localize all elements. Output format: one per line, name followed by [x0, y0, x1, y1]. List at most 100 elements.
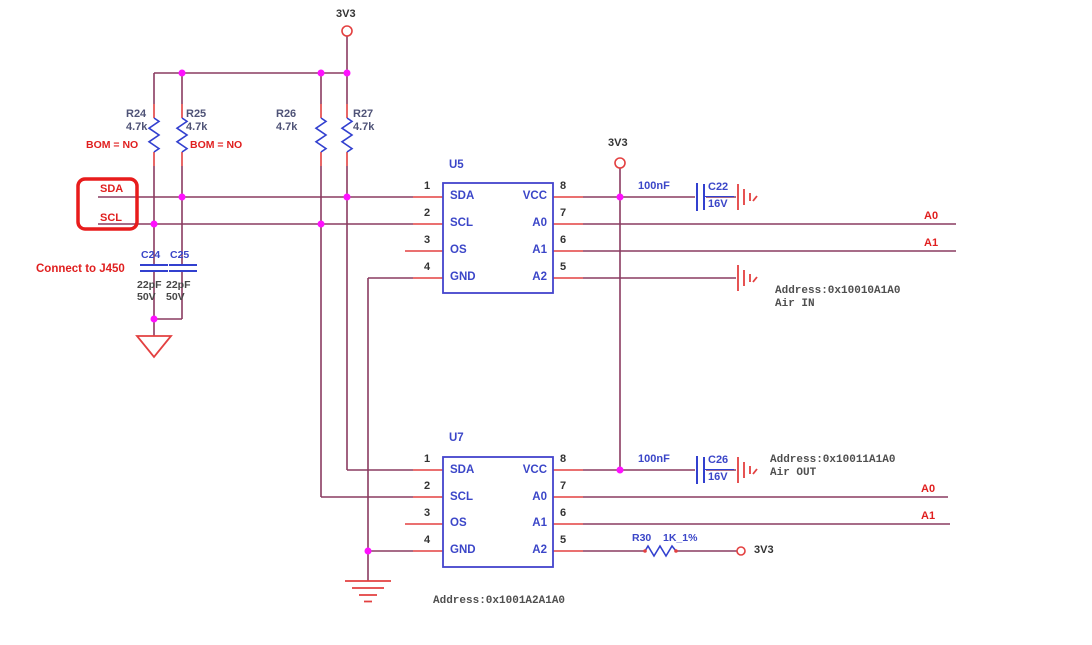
ground-sideways-a2 — [737, 265, 758, 291]
capacitor-c24-symbol — [140, 264, 168, 272]
resistor-r26-value: 4.7k — [276, 121, 298, 133]
power-label-r30: 3V3 — [754, 544, 774, 556]
junction-dots — [150, 69, 678, 555]
u5-pin-a2: A2 — [532, 271, 547, 283]
net-label-sda: SDA — [100, 183, 124, 195]
u5-pin-os: OS — [450, 244, 467, 256]
power-symbols — [341, 25, 746, 556]
capacitor-c26-voltage: 16V — [708, 471, 728, 483]
u7-pin8-number: 8 — [559, 453, 567, 465]
ic-u7-body — [442, 456, 554, 568]
u7-pin2-number: 2 — [423, 480, 431, 492]
pin-stubs — [153, 104, 583, 552]
power-circle-top — [341, 25, 353, 37]
ground-symbols — [135, 184, 758, 603]
capacitor-c25-value: 22pF — [166, 279, 191, 291]
u7-pin-scl: SCL — [450, 491, 473, 503]
resistor-r27-symbol — [340, 117, 354, 153]
u7-pin4-number: 4 — [423, 534, 431, 546]
ground-sideways-c26 — [737, 457, 758, 483]
capacitor-c24-voltage: 50V — [137, 291, 156, 303]
connect-note: Connect to J450 — [36, 263, 125, 275]
u7-pin-a0: A0 — [532, 491, 547, 503]
net-label-u5-a1: A1 — [924, 237, 939, 249]
resistor-r24-symbol — [147, 117, 161, 153]
bom-note-r25: BOM = NO — [190, 139, 243, 151]
bottom-address-note: Address:0x1001A2A1A0 — [433, 595, 566, 607]
u5-pin6-number: 6 — [559, 234, 567, 246]
u5-function-note: Air IN — [775, 298, 815, 310]
capacitor-c22-voltage: 16V — [708, 198, 728, 210]
u5-pin1-number: 1 — [423, 180, 431, 192]
ground-sideways-c22 — [737, 184, 758, 210]
u7-pin6-number: 6 — [559, 507, 567, 519]
u5-pin7-number: 7 — [559, 207, 567, 219]
ground-earth — [345, 580, 391, 603]
u5-pin-gnd: GND — [450, 271, 476, 283]
u5-pin-scl: SCL — [450, 217, 473, 229]
net-label-u7-a1: A1 — [921, 510, 936, 522]
resistor-symbols — [147, 117, 677, 558]
power-circle-mid — [614, 157, 626, 169]
net-wires — [98, 36, 956, 581]
u5-pin-a0: A0 — [532, 217, 547, 229]
ground-triangle — [135, 335, 173, 359]
resistor-r25-symbol — [175, 117, 189, 153]
u7-pin-os: OS — [450, 517, 467, 529]
u7-address-note: Address:0x10011A1A0 — [770, 454, 896, 466]
resistor-r27-ref: R27 — [353, 108, 374, 120]
ic-bodies — [442, 182, 554, 568]
resistor-r26-symbol — [314, 117, 328, 153]
u7-pin-vcc: VCC — [522, 464, 547, 476]
ic-u5-body — [442, 182, 554, 294]
u7-pin3-number: 3 — [423, 507, 431, 519]
u7-pin-a1: A1 — [532, 517, 547, 529]
capacitor-c25-ref: C25 — [170, 249, 190, 261]
capacitor-c26-symbol — [696, 456, 705, 484]
bom-note-r24: BOM = NO — [86, 139, 139, 151]
power-label-mid: 3V3 — [608, 137, 628, 149]
capacitor-c26-value: 100nF — [638, 453, 670, 465]
u5-pin3-number: 3 — [423, 234, 431, 246]
u7-pin5-number: 5 — [559, 534, 567, 546]
capacitor-c25-voltage: 50V — [166, 291, 185, 303]
resistor-r25-value: 4.7k — [186, 121, 208, 133]
resistor-r24-ref: R24 — [126, 108, 147, 120]
resistor-r27-value: 4.7k — [353, 121, 375, 133]
u7-pin-a2: A2 — [532, 544, 547, 556]
u5-pin-vcc: VCC — [522, 190, 547, 202]
ic-u7-ref: U7 — [449, 432, 464, 444]
power-circle-r30 — [736, 546, 746, 556]
u5-pin2-number: 2 — [423, 207, 431, 219]
u5-pin8-number: 8 — [559, 180, 567, 192]
capacitor-c25-symbol — [169, 264, 197, 272]
capacitor-c24-ref: C24 — [141, 249, 161, 261]
net-label-u7-a0: A0 — [921, 483, 936, 495]
resistor-r30-symbol — [644, 544, 677, 558]
net-label-scl: SCL — [100, 212, 122, 224]
resistor-r26-ref: R26 — [276, 108, 297, 120]
power-label-top: 3V3 — [336, 8, 356, 20]
capacitor-c26-ref: C26 — [708, 454, 729, 466]
u7-pin-gnd: GND — [450, 544, 476, 556]
u7-function-note: Air OUT — [770, 467, 817, 479]
u7-pin7-number: 7 — [559, 480, 567, 492]
resistor-r25-ref: R25 — [186, 108, 207, 120]
u7-pin1-number: 1 — [423, 453, 431, 465]
resistor-r24-value: 4.7k — [126, 121, 148, 133]
capacitor-symbols — [140, 183, 734, 484]
resistor-r30-ref: R30 — [632, 532, 652, 544]
capacitor-c22-symbol — [696, 183, 705, 211]
highlight-box-sda-scl — [76, 177, 139, 231]
capacitor-c24-value: 22pF — [137, 279, 162, 291]
u5-address-note: Address:0x10010A1A0 — [775, 285, 901, 297]
net-label-u5-a0: A0 — [924, 210, 939, 222]
u7-pin-sda: SDA — [450, 464, 475, 476]
capacitor-c22-ref: C22 — [708, 181, 729, 193]
resistor-r30-value: 1K_1% — [663, 532, 698, 544]
capacitor-c22-value: 100nF — [638, 180, 670, 192]
u5-pin-a1: A1 — [532, 244, 547, 256]
u5-pin4-number: 4 — [423, 261, 431, 273]
